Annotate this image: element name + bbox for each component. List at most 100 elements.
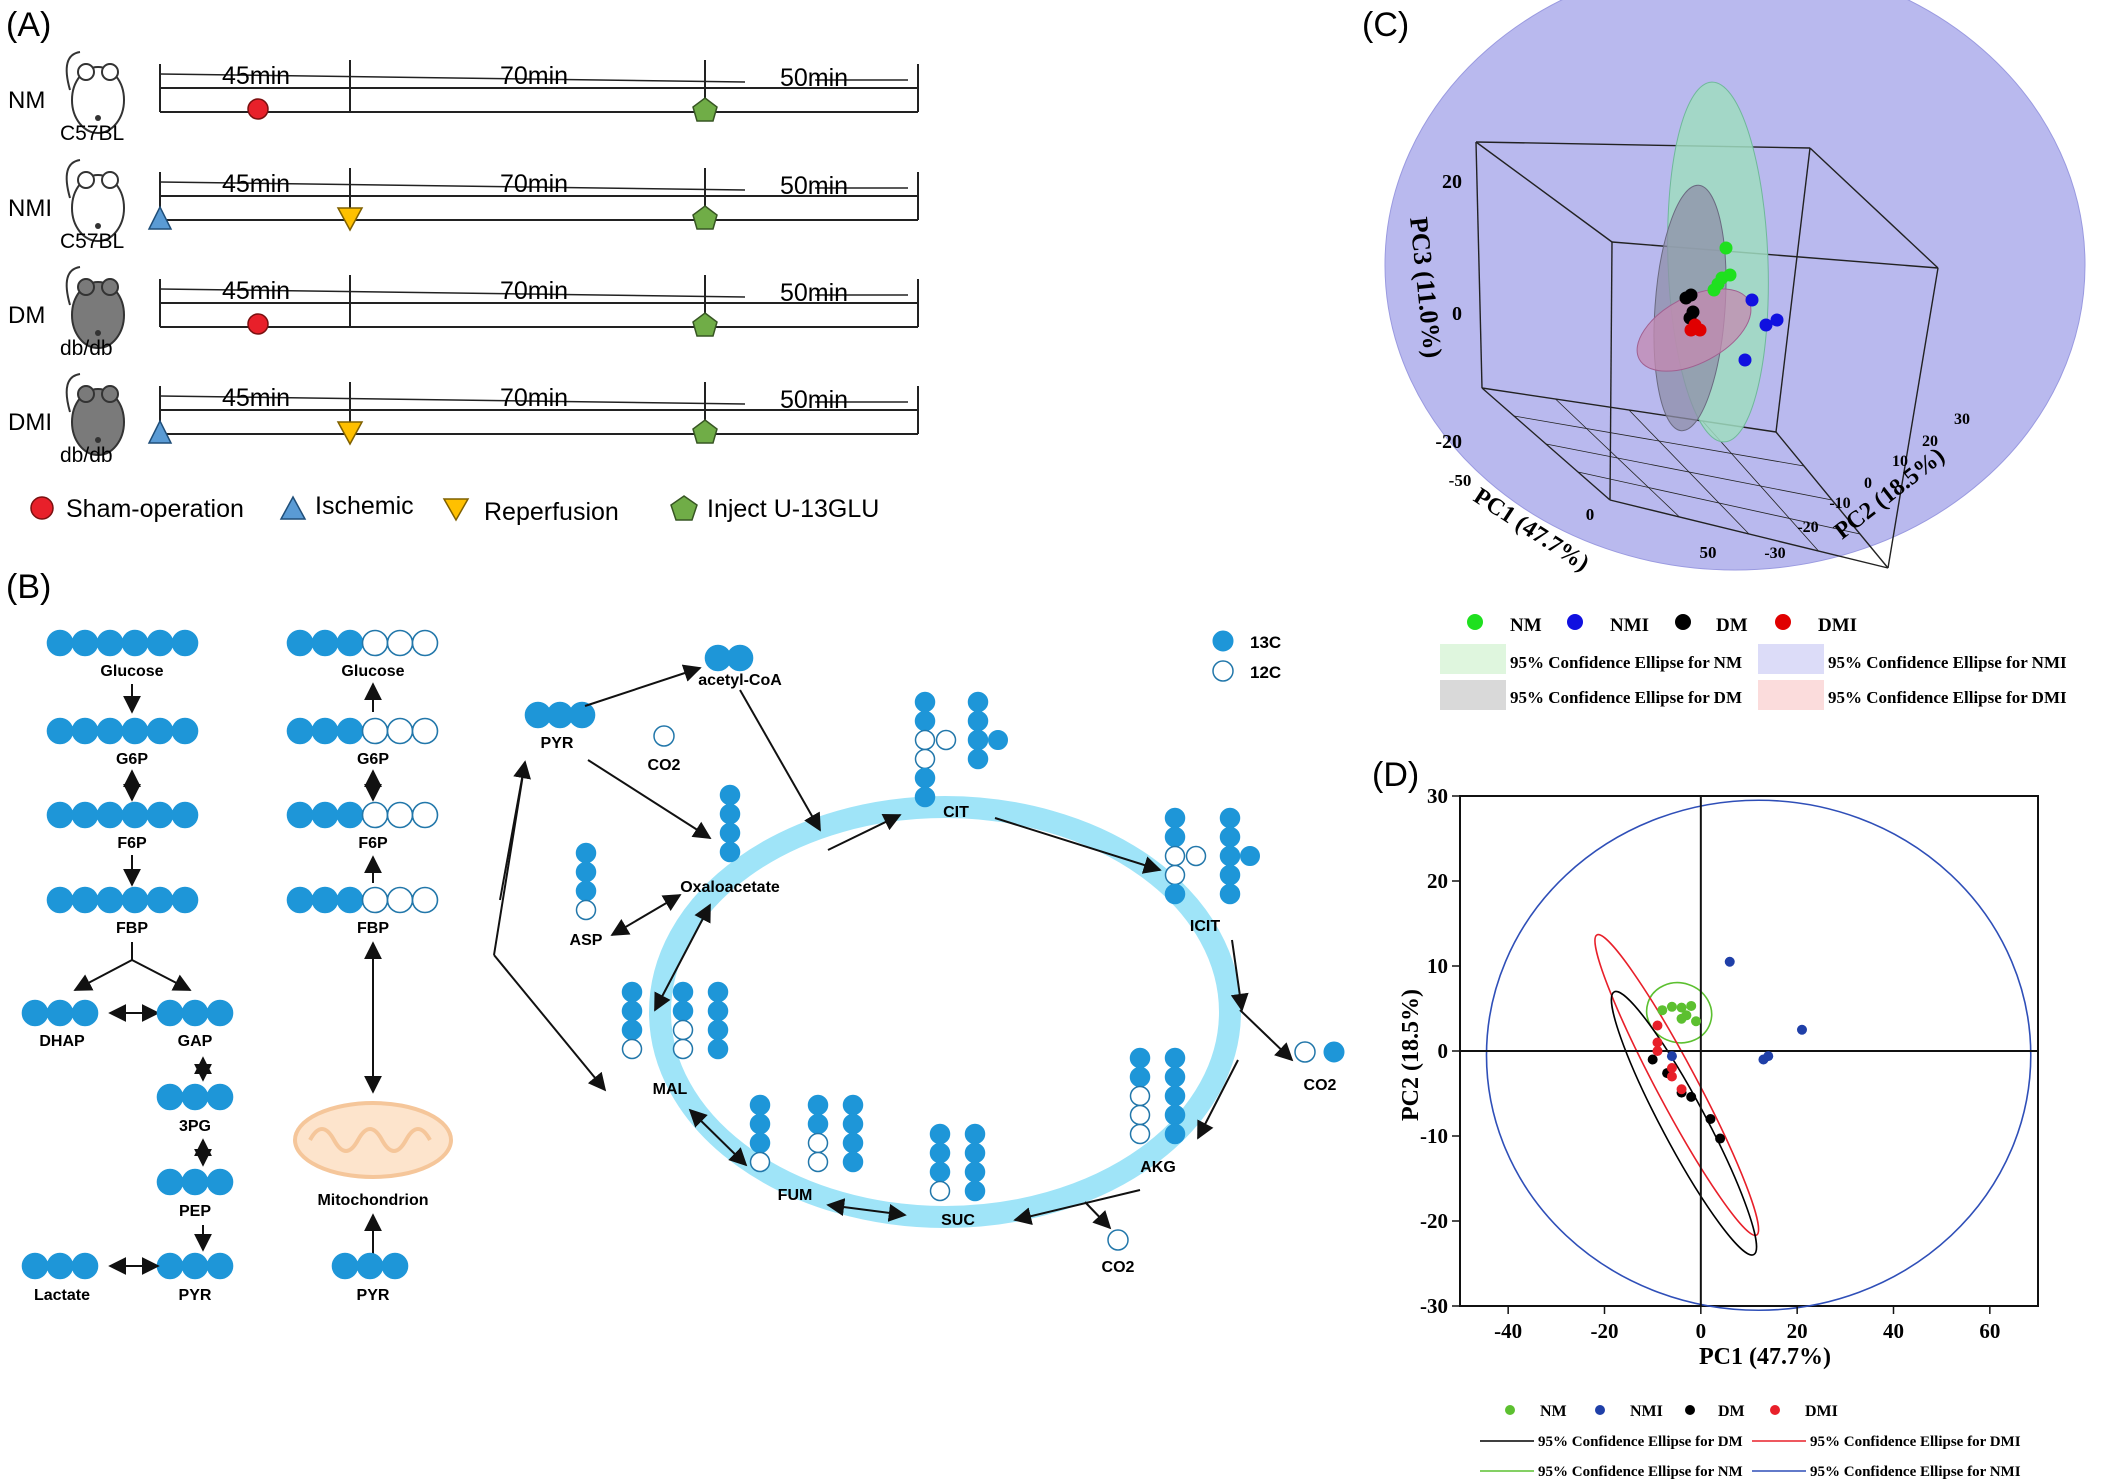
strain-label: C57BL [60, 230, 124, 253]
carbon-13-atom [21, 999, 49, 1027]
sham-marker-icon [30, 496, 54, 520]
carbon-13-atom [672, 1000, 694, 1022]
legend-sham-label: Sham-operation [66, 495, 244, 523]
y-tick-label: 0 [1864, 475, 1872, 492]
mouse-ear [77, 171, 95, 189]
carbon-13-atom [71, 999, 99, 1027]
reperfusion-marker-icon [336, 207, 364, 232]
y-tick-label: 10 [1892, 453, 1908, 470]
pca2d-point-dm [1647, 1054, 1658, 1065]
legend-nmi-ellipse-label: 95% Confidence Ellipse for NMI [1828, 653, 2067, 672]
inject-marker-icon [692, 419, 718, 444]
tca-cycle-ring [649, 796, 1241, 1228]
carbon-13-atom [206, 1168, 234, 1196]
mouse-icon [65, 51, 125, 134]
mouse-nose [95, 330, 101, 336]
legend2-dm-ellipse-label: 95% Confidence Ellipse for DM [1538, 1434, 1743, 1450]
carbon-13-atom [311, 717, 339, 745]
carbon-13-atom [914, 710, 936, 732]
box-edge [1475, 141, 1613, 243]
carbon-13-atom [46, 886, 74, 914]
reaction-arrow [1230, 939, 1249, 1012]
duration-label: 45min [222, 62, 290, 90]
legend-12c-label: 12C [1250, 663, 1281, 682]
box-edge [1577, 471, 1861, 535]
carbon-13-atom [914, 767, 936, 789]
timeline-span [159, 181, 746, 191]
pca2d-point-dmi [1666, 1063, 1677, 1073]
carbon-13-atom [719, 822, 741, 844]
carbon-13-atom [146, 717, 174, 745]
pca2d-point-nm [1691, 1016, 1702, 1027]
legend-dm-ellipse-label: 95% Confidence Ellipse for DM [1510, 688, 1742, 707]
carbon-12-atom [1294, 1041, 1316, 1063]
metabolite-label: PYR [357, 1287, 390, 1304]
y-tick-label: 20 [1922, 433, 1938, 450]
carbon-12-atom [653, 725, 675, 747]
pca3d-point-nmi [1738, 353, 1752, 367]
carbon-13-atom [171, 717, 199, 745]
carbon-13-atom [1240, 846, 1260, 866]
carbon-13-atom [967, 691, 989, 713]
inject-marker-icon [692, 97, 718, 122]
y-tick-label: -30 [1764, 545, 1785, 562]
legend-nm-ellipse-swatch [1440, 644, 1506, 674]
metabolite-label: ASP [570, 932, 603, 949]
inject-marker-icon [692, 205, 718, 230]
metabolite-label: DHAP [39, 1033, 85, 1050]
carbon-13-atom [311, 629, 339, 657]
carbon-13-atom [46, 999, 74, 1027]
dm-confidence-ellipse [1610, 990, 1758, 1256]
strain-label: C57BL [60, 122, 124, 145]
metabolite-label: CIT [943, 804, 969, 821]
box-edge [1628, 409, 1750, 535]
carbon-13-atom [929, 1142, 951, 1164]
mouse-nose [95, 437, 101, 443]
x-tick-label: 0 [1696, 1319, 1707, 1343]
carbon-13-atom [96, 629, 124, 657]
carbon-13-atom [964, 1123, 986, 1145]
metabolite-label: Glucose [100, 663, 163, 680]
reaction-arrow [610, 894, 682, 936]
sham-marker-icon [247, 98, 269, 120]
carbon-13-atom [146, 629, 174, 657]
pca3d-point-nmi [1759, 318, 1773, 332]
mouse-tail [65, 373, 81, 413]
carbon-13-atom [964, 1180, 986, 1202]
carbon-13-atom [621, 1000, 643, 1022]
reperfusion-marker-icon [442, 498, 470, 522]
mouse-icon [65, 266, 125, 349]
carbon-13-atom [1219, 807, 1241, 829]
pca2d-point-nm [1676, 1013, 1687, 1024]
carbon-13-atom [1164, 826, 1186, 848]
mouse-icon [65, 373, 125, 456]
carbon-13-atom [381, 1252, 409, 1280]
legend-dmi-label: DMI [1818, 615, 1857, 636]
carbon-13-atom [46, 717, 74, 745]
legend-dmi-dot [1775, 614, 1791, 630]
carbon-13-atom [181, 1252, 209, 1280]
carbon-13-atom [286, 886, 314, 914]
legend-13c-label: 13C [1250, 633, 1281, 652]
carbon-13-atom [988, 730, 1008, 750]
legend-dmi-ellipse-label: 95% Confidence Ellipse for DMI [1828, 688, 2067, 707]
legend2-nmi-ellipse-label: 95% Confidence Ellipse for NMI [1810, 1464, 2021, 1480]
inject-marker-icon [670, 495, 698, 521]
dmi-confidence-ellipse [1594, 933, 1760, 1237]
mouse-ear [101, 171, 119, 189]
pca2d-x-axis-label: PC1 (47.7%) [1699, 1344, 1831, 1370]
mouse-tail [65, 159, 81, 199]
metabolite-label: SUC [941, 1212, 975, 1229]
reaction-arrow [1013, 1189, 1141, 1225]
carbon-13-atom [842, 1113, 864, 1135]
pca2d-point-dmi [1652, 1020, 1663, 1031]
pca3d-point-dmi [1684, 323, 1698, 337]
y-tick-label: 0 [1438, 1039, 1449, 1063]
carbon-13-atom [146, 886, 174, 914]
carbon-13-atom [842, 1094, 864, 1116]
mouse-tail [65, 51, 81, 91]
carbon-12-atom [1129, 1085, 1151, 1107]
carbon-13-atom [967, 748, 989, 770]
